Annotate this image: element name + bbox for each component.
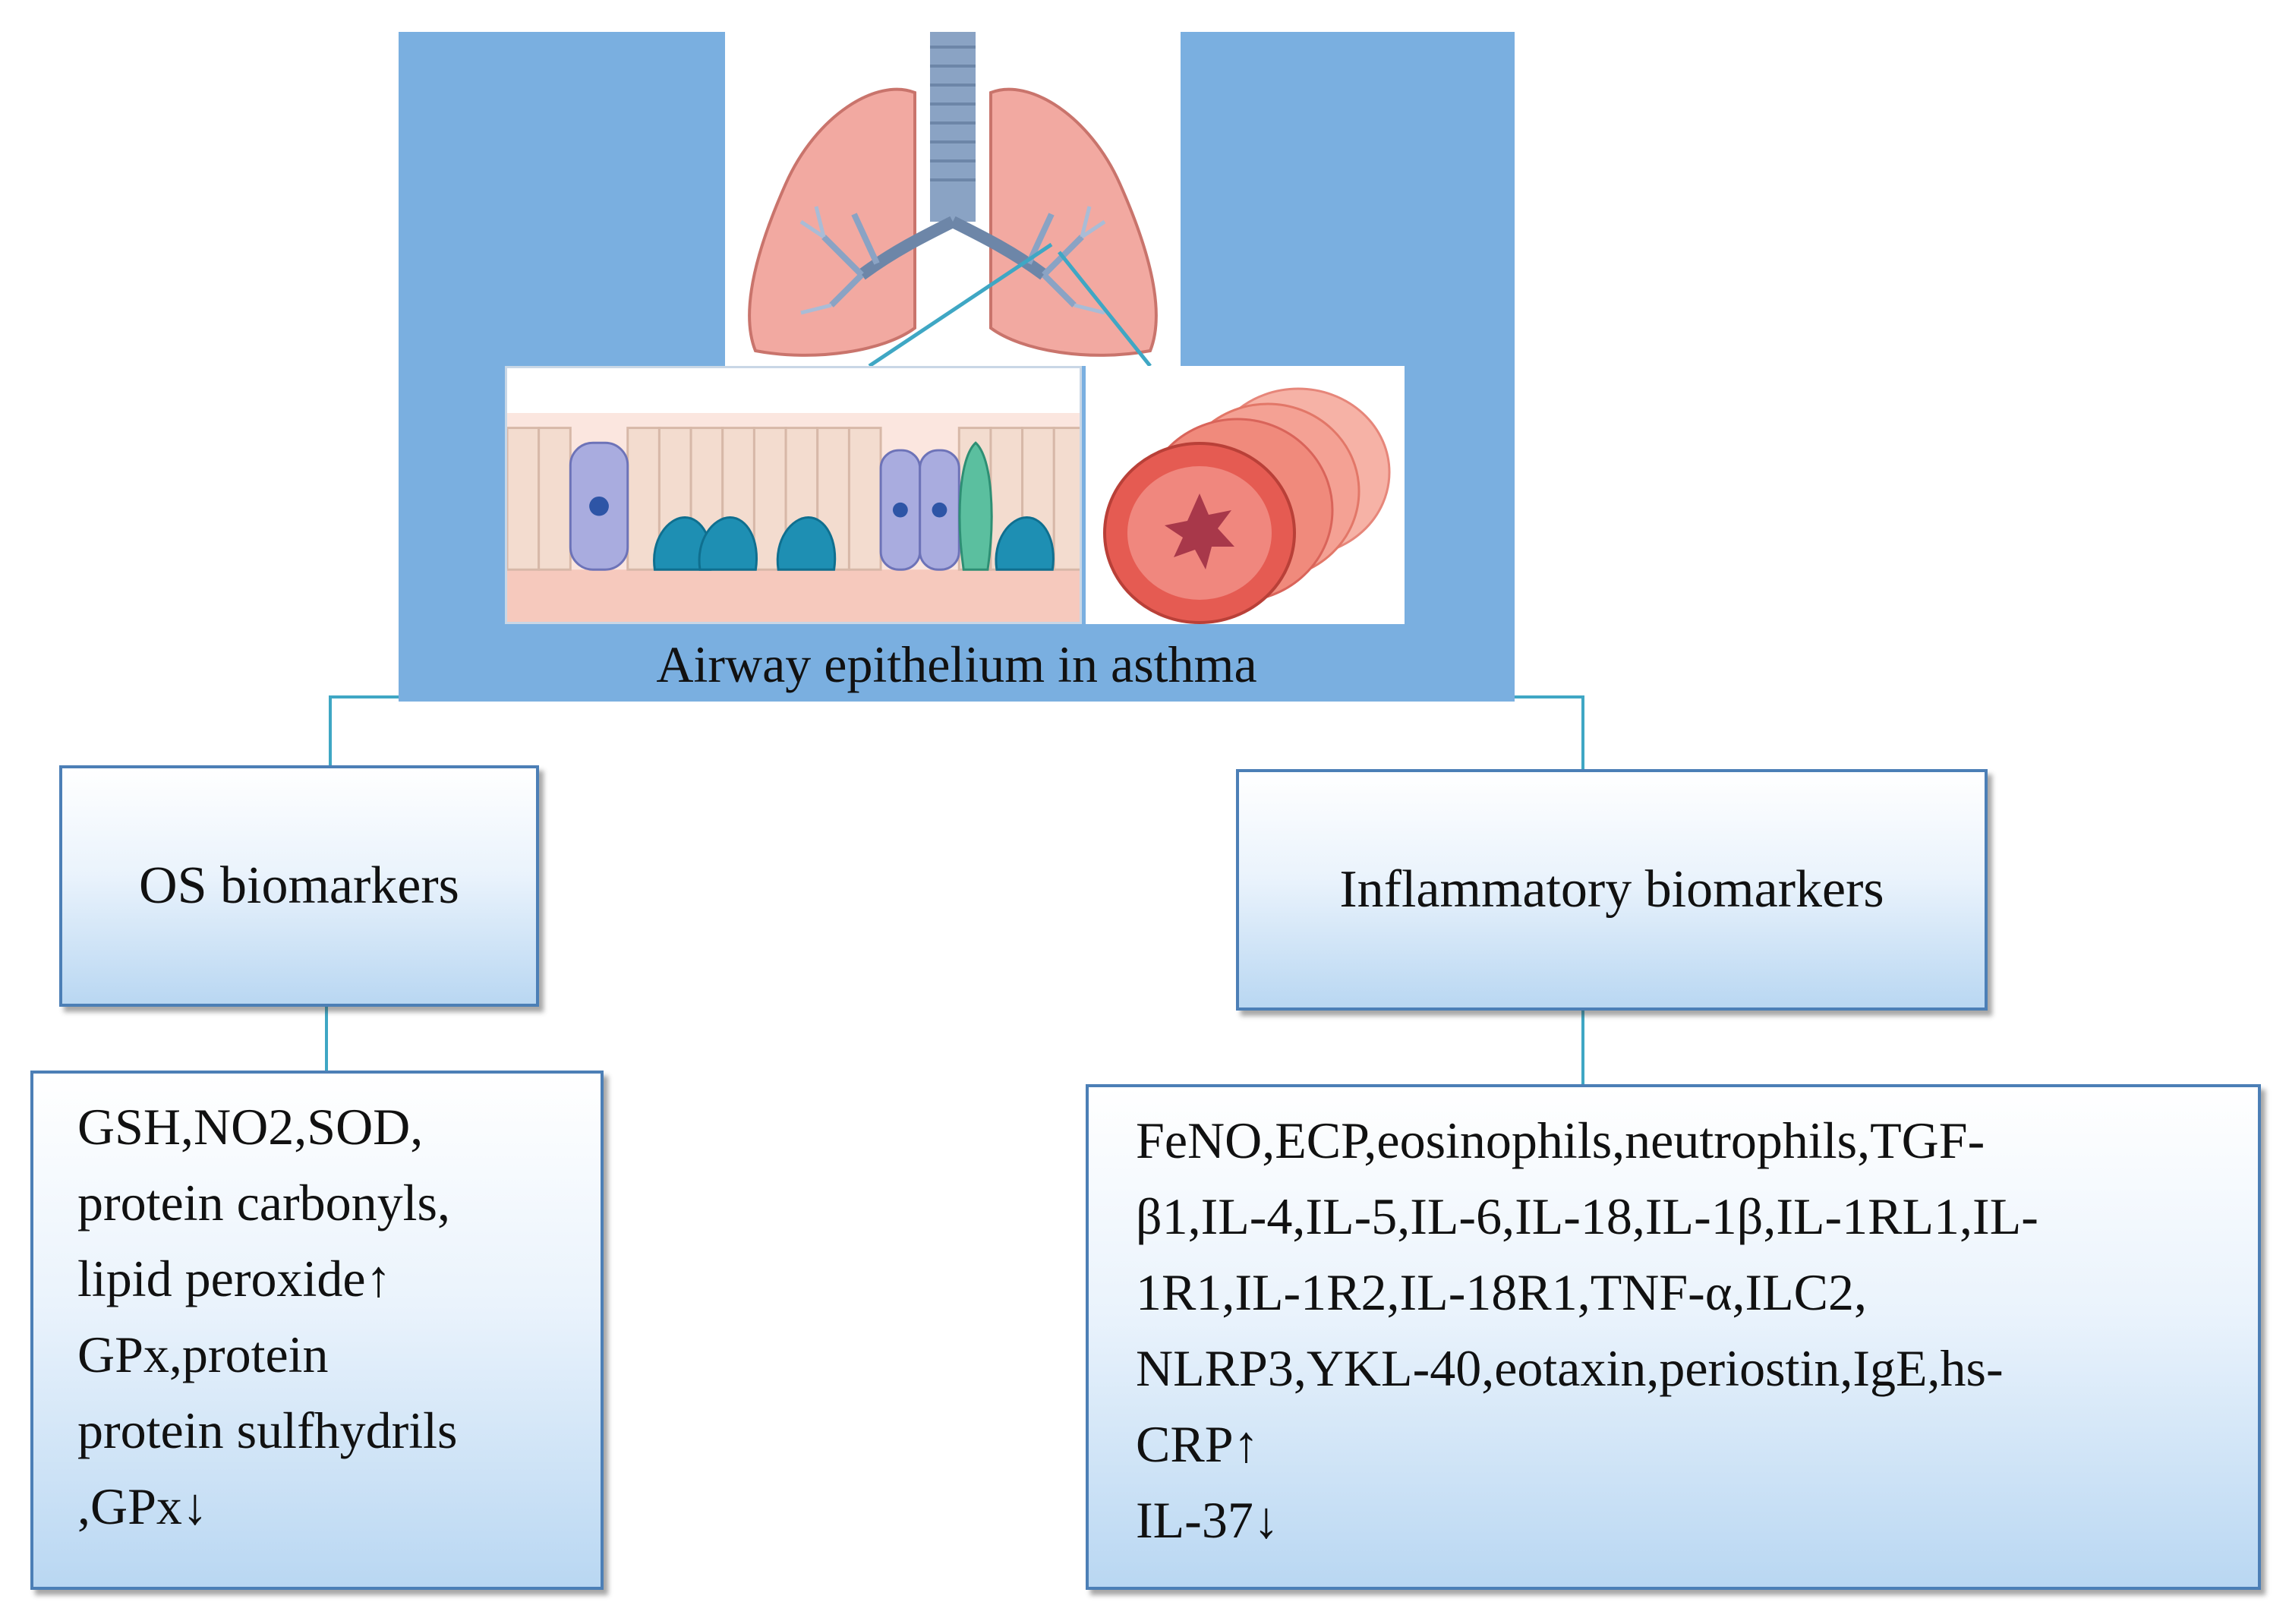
inflammatory-list-line: IL-37↓ bbox=[1136, 1491, 1279, 1549]
inflammatory-list-line: NLRP3,YKL-40,eotaxin,periostin,IgE,hs- bbox=[1136, 1339, 2004, 1397]
inflammatory-biomarkers-list: FeNO,ECP,eosinophils,neutrophils,TGF- β1… bbox=[1086, 1084, 2261, 1590]
panel-caption: Airway epithelium in asthma bbox=[656, 635, 1257, 693]
inflammatory-list-line: FeNO,ECP,eosinophils,neutrophils,TGF- bbox=[1136, 1112, 1985, 1169]
os-list-line: protein carbonyls, bbox=[77, 1174, 450, 1231]
inflammatory-biomarkers-title: Inflammatory biomarkers bbox=[1339, 860, 1884, 919]
os-list-line: GPx,protein bbox=[77, 1326, 329, 1383]
connector-panel-to-os bbox=[329, 695, 399, 767]
os-list-line: lipid peroxide↑ bbox=[77, 1250, 392, 1307]
inflammatory-list-line: CRP↑ bbox=[1136, 1415, 1260, 1473]
lungs-illustration-icon bbox=[725, 32, 1181, 366]
airway-cross-section-icon bbox=[1086, 366, 1405, 624]
connector-panel-to-inflammatory bbox=[1515, 695, 1584, 771]
os-list-line: protein sulfhydrils bbox=[77, 1402, 458, 1459]
airway-epithelium-cells-icon bbox=[505, 366, 1082, 624]
inflammatory-list-line: 1R1,IL-1R2,IL-18R1,TNF-α,ILC2, bbox=[1136, 1263, 1867, 1321]
os-biomarkers-list: GSH,NO2,SOD, protein carbonyls, lipid pe… bbox=[30, 1071, 604, 1590]
os-list-line: GSH,NO2,SOD, bbox=[77, 1098, 424, 1156]
os-biomarkers-box: OS biomarkers bbox=[59, 765, 539, 1007]
os-list-line: ,GPx↓ bbox=[77, 1477, 208, 1535]
os-biomarkers-title: OS biomarkers bbox=[139, 856, 459, 915]
inflammatory-biomarkers-box: Inflammatory biomarkers bbox=[1236, 769, 1988, 1011]
inflammatory-list-line: β1,IL-4,IL-5,IL-6,IL-18,IL-1β,IL-1RL1,IL… bbox=[1136, 1187, 2038, 1245]
